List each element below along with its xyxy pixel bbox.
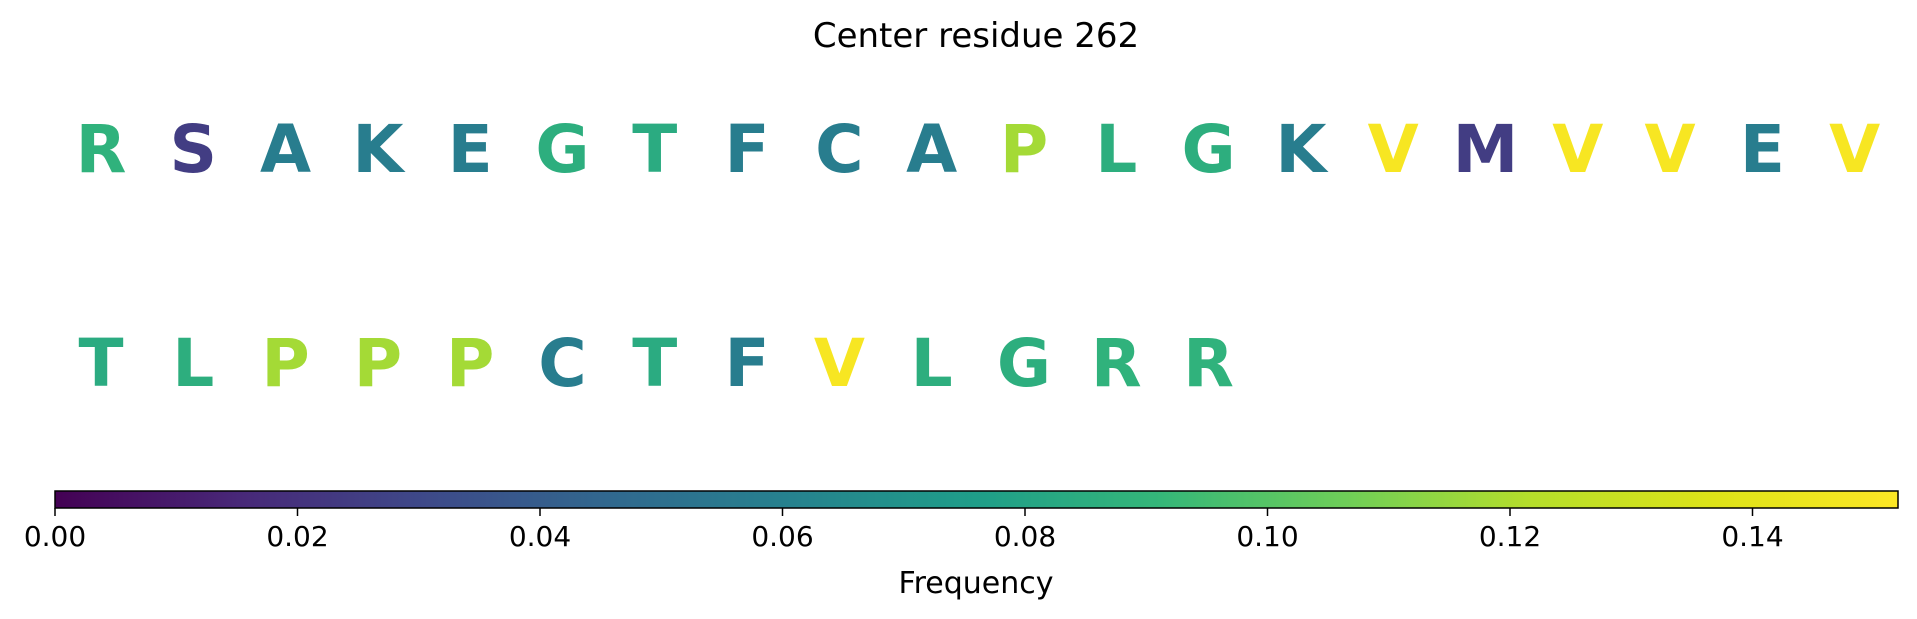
chart-title: Center residue 262 bbox=[813, 16, 1139, 56]
colorbar-tick-label: 0.12 bbox=[1479, 520, 1541, 553]
colorbar-label: Frequency bbox=[899, 566, 1054, 601]
residue-letter: E bbox=[1740, 111, 1785, 188]
colorbar-gradient bbox=[54, 490, 1899, 509]
colorbar: 0.00 0.02 0.04 0.06 0.08 0.10 0.12 0.14 Frequen… bbox=[24, 490, 1899, 601]
residue-letter: R bbox=[1183, 325, 1234, 402]
residue-letter: V bbox=[1645, 111, 1696, 188]
residue-letter: T bbox=[632, 111, 677, 188]
residue-letter: A bbox=[260, 111, 311, 188]
residue-letter: V bbox=[1368, 111, 1419, 188]
colorbar-tick-label: 0.04 bbox=[509, 520, 571, 553]
colorbar-ticks: 0.00 0.02 0.04 0.06 0.08 0.10 0.12 0.14 bbox=[24, 508, 1784, 553]
residue-letter: F bbox=[725, 111, 770, 188]
residue-letter: F bbox=[725, 325, 770, 402]
residue-letter: P bbox=[1000, 111, 1048, 188]
residue-letter: L bbox=[172, 325, 214, 402]
colorbar-tick-label: 0.10 bbox=[1236, 520, 1298, 553]
residue-letter: P bbox=[354, 325, 402, 402]
residue-letter: P bbox=[446, 325, 494, 402]
residue-letter: G bbox=[997, 325, 1051, 402]
colorbar-tick-label: 0.08 bbox=[994, 520, 1056, 553]
residue-letter: R bbox=[76, 111, 127, 188]
residue-letter: L bbox=[911, 325, 953, 402]
residue-letter: T bbox=[78, 325, 123, 402]
residue-letter: K bbox=[352, 111, 406, 188]
residue-letter: P bbox=[261, 325, 309, 402]
residue-letter: R bbox=[1091, 325, 1142, 402]
colorbar-tick-label: 0.00 bbox=[24, 520, 86, 553]
residue-letter: V bbox=[1829, 111, 1880, 188]
colorbar-tick-label: 0.14 bbox=[1721, 520, 1783, 553]
colorbar-tick-label: 0.06 bbox=[751, 520, 813, 553]
residue-letter: M bbox=[1453, 111, 1519, 188]
residue-letter: C bbox=[815, 111, 863, 188]
residue-letter: E bbox=[448, 111, 493, 188]
residue-letter: V bbox=[1552, 111, 1603, 188]
colorbar-tick-label: 0.02 bbox=[266, 520, 328, 553]
residue-letter: V bbox=[814, 325, 865, 402]
residue-letter: G bbox=[1182, 111, 1236, 188]
residue-letter: L bbox=[1095, 111, 1137, 188]
residue-letter: C bbox=[538, 325, 586, 402]
residue-letter: K bbox=[1275, 111, 1329, 188]
residue-letter: T bbox=[632, 325, 677, 402]
residue-letter: G bbox=[535, 111, 589, 188]
residue-letter: A bbox=[906, 111, 957, 188]
residue-letter: S bbox=[170, 111, 218, 188]
